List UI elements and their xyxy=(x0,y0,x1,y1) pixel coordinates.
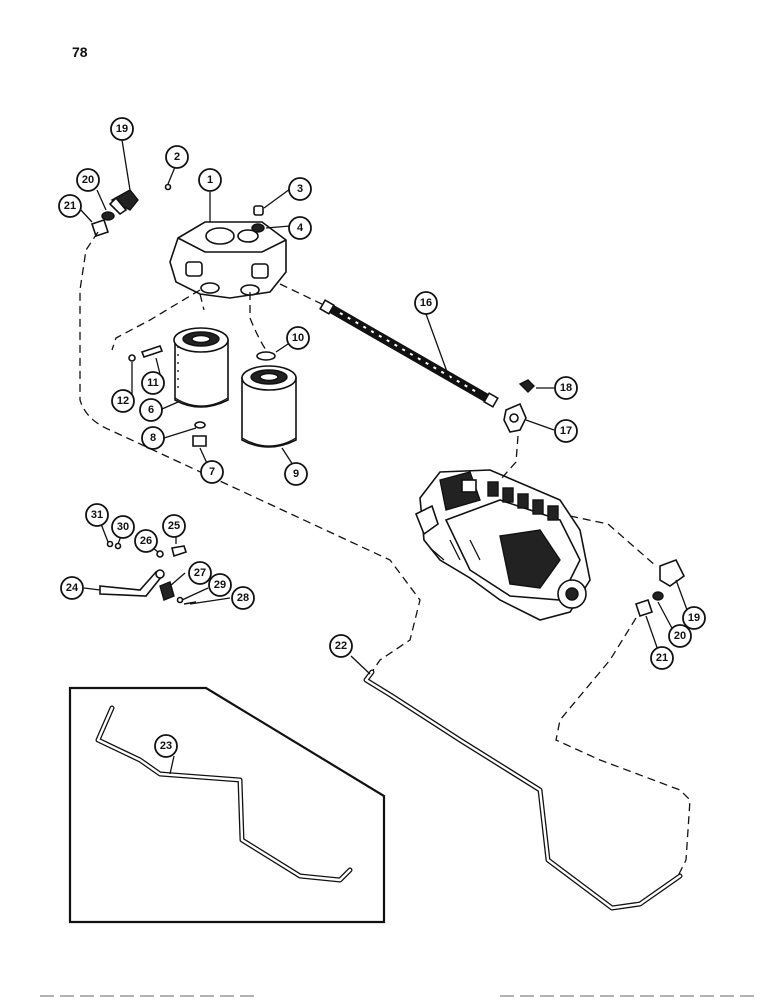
svg-text:25: 25 xyxy=(168,520,180,532)
svg-text:11: 11 xyxy=(147,377,159,389)
callout-9: 9 xyxy=(284,462,308,486)
svg-text:7: 7 xyxy=(209,466,215,478)
svg-text:26: 26 xyxy=(140,535,152,547)
svg-text:6: 6 xyxy=(148,404,154,416)
callout-6: 6 xyxy=(139,398,163,422)
page-number: 78 xyxy=(72,44,88,60)
fuel-line-23 xyxy=(95,705,353,883)
svg-text:31: 31 xyxy=(91,509,103,521)
svg-text:23: 23 xyxy=(160,740,172,752)
callout-8: 8 xyxy=(141,426,165,450)
filter-head xyxy=(169,221,287,299)
callout-19-left: 19 xyxy=(110,117,134,141)
callout-28: 28 xyxy=(231,586,255,610)
callout-11: 11 xyxy=(141,371,165,395)
elbow-fitting-17 xyxy=(503,402,527,433)
callout-20-right: 20 xyxy=(668,624,692,648)
callout-19-right: 19 xyxy=(682,606,706,630)
callout-17: 17 xyxy=(554,419,578,443)
callout-7: 7 xyxy=(200,460,224,484)
svg-text:20: 20 xyxy=(674,630,686,642)
callout-23: 23 xyxy=(154,734,178,758)
callout-10: 10 xyxy=(286,326,310,350)
svg-text:16: 16 xyxy=(420,297,432,309)
fuel-line-22 xyxy=(363,669,683,911)
svg-text:3: 3 xyxy=(297,183,303,195)
svg-text:9: 9 xyxy=(293,468,299,480)
svg-text:27: 27 xyxy=(194,567,206,579)
svg-text:20: 20 xyxy=(82,174,94,186)
svg-text:1: 1 xyxy=(207,174,213,186)
callout-2: 2 xyxy=(165,145,189,169)
callout-31: 31 xyxy=(85,503,109,527)
callout-1: 1 xyxy=(198,168,222,192)
callout-22: 22 xyxy=(329,634,353,658)
fuel-hose-16 xyxy=(319,299,499,408)
flow-lines xyxy=(79,231,691,881)
svg-text:19: 19 xyxy=(688,612,700,624)
callout-29: 29 xyxy=(208,573,232,597)
svg-text:19: 19 xyxy=(116,123,128,135)
callout-26: 26 xyxy=(134,529,158,553)
svg-text:18: 18 xyxy=(560,382,572,394)
fuel-filter-6 xyxy=(173,327,229,408)
nut-18 xyxy=(518,379,535,393)
callout-20-left: 20 xyxy=(76,168,100,192)
callout-24: 24 xyxy=(60,576,84,600)
callout-21-right: 21 xyxy=(650,646,674,670)
filter-hardware xyxy=(128,183,276,447)
svg-text:24: 24 xyxy=(66,582,79,594)
svg-text:22: 22 xyxy=(335,640,347,652)
callout-25: 25 xyxy=(162,514,186,538)
bracket-group xyxy=(99,540,197,605)
callout-3: 3 xyxy=(288,177,312,201)
svg-text:30: 30 xyxy=(117,521,129,533)
callout-4: 4 xyxy=(288,216,312,240)
callout-18: 18 xyxy=(554,376,578,400)
svg-text:28: 28 xyxy=(237,592,249,604)
svg-text:21: 21 xyxy=(64,200,76,212)
leader-lines xyxy=(78,139,691,775)
fitting-group-right xyxy=(634,558,686,618)
callout-12: 12 xyxy=(111,389,135,413)
injection-pump xyxy=(414,469,591,621)
svg-text:29: 29 xyxy=(214,579,226,591)
callout-27: 27 xyxy=(188,561,212,585)
svg-text:10: 10 xyxy=(292,332,304,344)
callout-21-left: 21 xyxy=(58,194,82,218)
svg-text:2: 2 xyxy=(174,151,180,163)
svg-text:8: 8 xyxy=(150,432,156,444)
svg-text:4: 4 xyxy=(297,222,304,234)
fuel-filter-9 xyxy=(241,365,297,448)
svg-text:17: 17 xyxy=(560,425,572,437)
fitting-group-left xyxy=(90,189,139,238)
svg-text:21: 21 xyxy=(656,652,668,664)
callout-30: 30 xyxy=(111,515,135,539)
svg-text:12: 12 xyxy=(117,395,129,407)
callout-16: 16 xyxy=(414,291,438,315)
inset-box xyxy=(68,686,386,924)
